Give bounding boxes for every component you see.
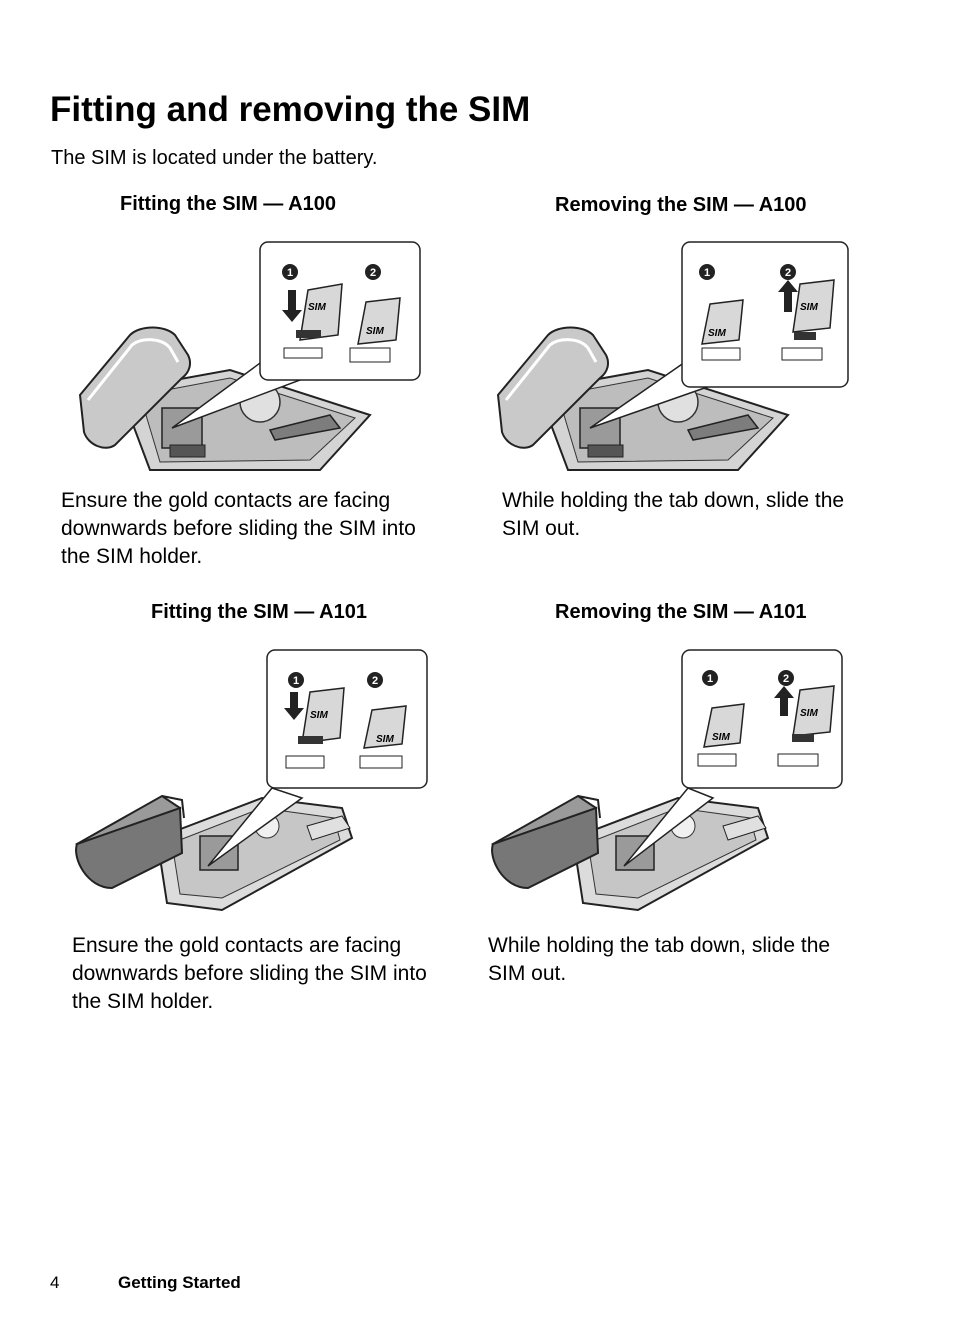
sim-card-label: SIM [708,328,726,339]
caption-fitting-a101: Ensure the gold contacts are facing down… [72,932,442,1016]
caption-removing-a100: While holding the tab down, slide the SI… [502,487,862,543]
step-2-badge: 2 [785,267,791,279]
sim-card-label: SIM [366,326,384,337]
sim-card-label: SIM [712,732,730,743]
step-2-badge: 2 [783,673,789,685]
section-title-fitting-a101: Fitting the SIM — A101 [151,599,367,625]
illustration-removing-a101: 1 2 SIM SIM [488,648,848,913]
footer-section-label: Getting Started [118,1272,241,1294]
illustration-fitting-a101: 1 2 SIM SIM [72,648,432,913]
intro-text: The SIM is located under the battery. [51,145,377,171]
step-1-badge: 1 [707,673,713,685]
illustration-removing-a100: 1 2 SIM SIM [488,240,850,480]
step-1-badge: 1 [287,267,293,279]
sim-card-label: SIM [310,710,328,721]
caption-removing-a101: While holding the tab down, slide the SI… [488,932,848,988]
page-number: 4 [50,1272,59,1294]
sim-card-label: SIM [376,734,394,745]
illustration-fitting-a100: 1 2 SIM SIM [70,240,425,480]
sim-card-label: SIM [308,302,326,313]
section-title-fitting-a100: Fitting the SIM — A100 [120,191,336,217]
page-title: Fitting and removing the SIM [50,88,530,132]
step-1-badge: 1 [704,267,710,279]
step-1-badge: 1 [293,675,299,687]
section-title-removing-a101: Removing the SIM — A101 [555,599,807,625]
section-title-removing-a100: Removing the SIM — A100 [555,192,807,218]
sim-card-label: SIM [800,708,818,719]
caption-fitting-a100: Ensure the gold contacts are facing down… [61,487,431,571]
step-2-badge: 2 [370,267,376,279]
sim-card-label: SIM [800,302,818,313]
step-2-badge: 2 [372,675,378,687]
